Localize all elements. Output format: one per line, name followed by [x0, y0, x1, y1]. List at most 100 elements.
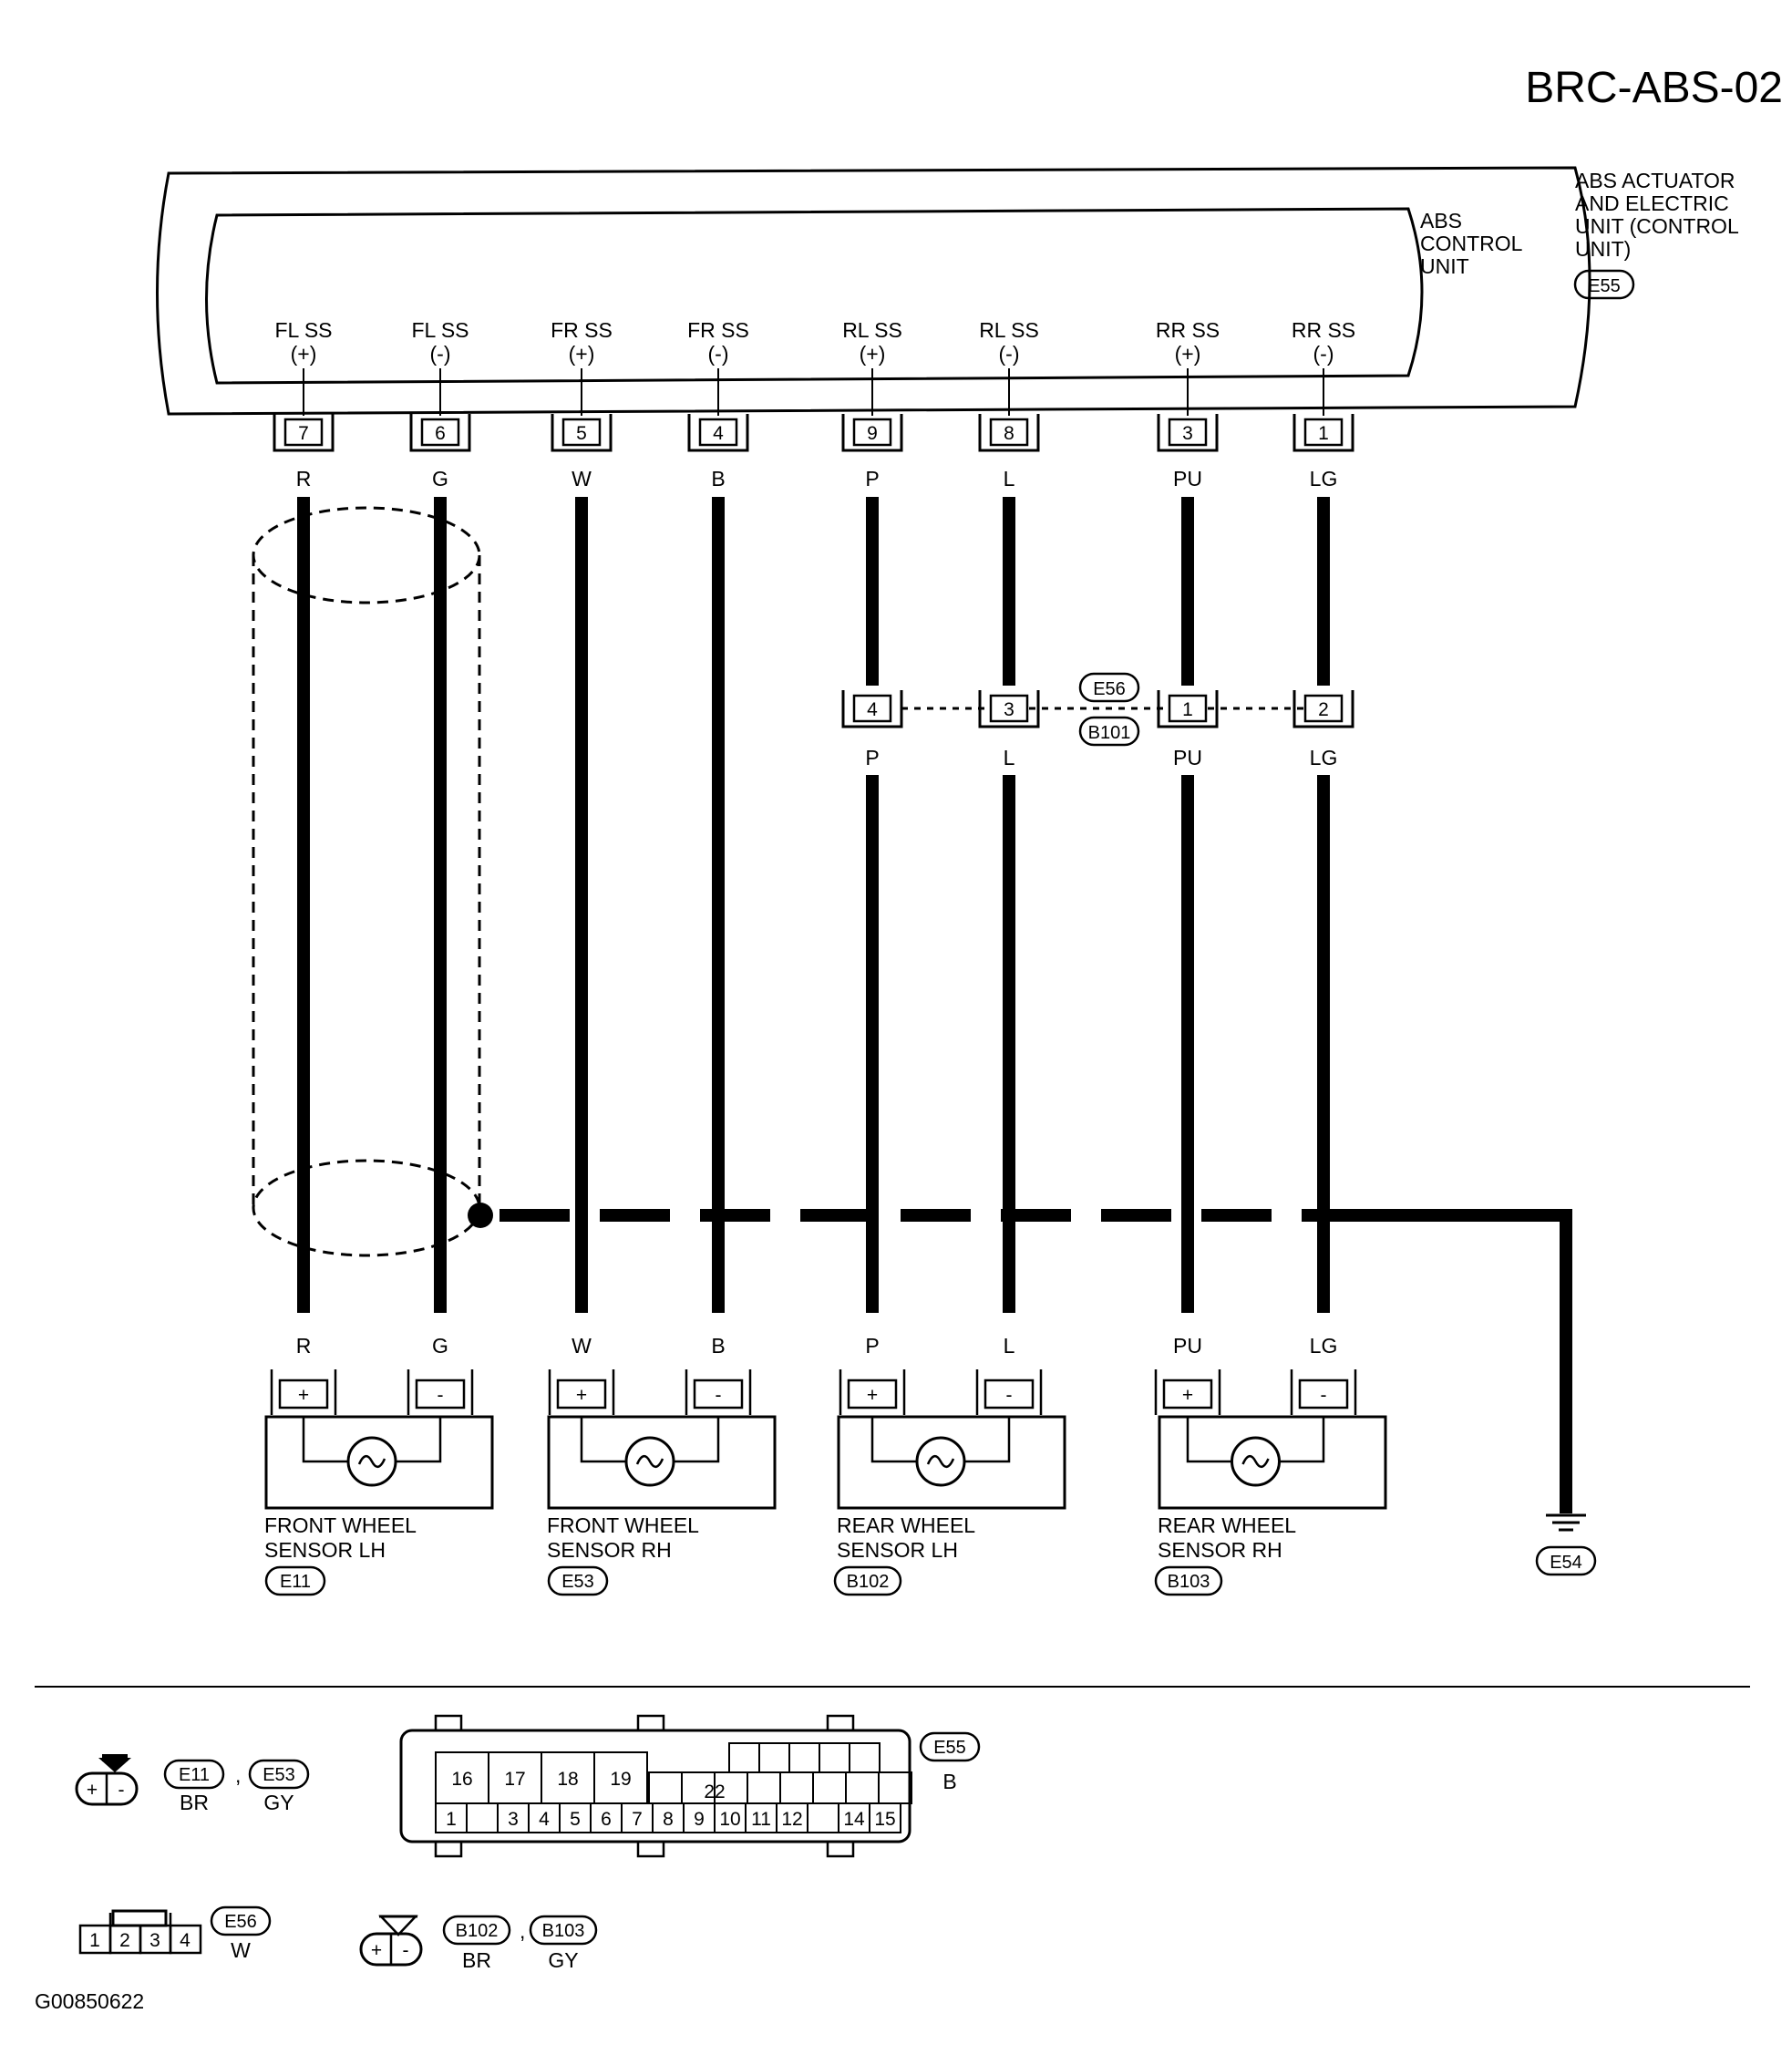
- connector-badge-label: E55: [933, 1738, 966, 1758]
- unit-terminal-connector: 9: [841, 414, 903, 452]
- terminal-polarity: (-): [999, 342, 1020, 366]
- actuator-label-line: AND ELECTRIC: [1575, 191, 1729, 215]
- wire-color-label: P: [865, 746, 879, 769]
- wire-color-label: L: [1004, 467, 1015, 491]
- wire-color-label: W: [572, 1334, 592, 1358]
- legend-pin-label: 14: [843, 1809, 865, 1830]
- junction-connector: 1PU: [1157, 690, 1219, 769]
- latch-icon: [378, 1915, 418, 1936]
- pin-cell: [812, 1771, 847, 1804]
- legend-pin-label: +: [371, 1940, 382, 1961]
- legend-pin-label: 4: [180, 1930, 191, 1951]
- connector-badge-label: B102: [456, 1921, 499, 1941]
- sensor-pin-box: [278, 1379, 329, 1410]
- terminal-polarity: (+): [569, 342, 595, 366]
- legend-pin-label: 4: [539, 1809, 550, 1830]
- unit-terminal-connector: 4: [687, 414, 749, 452]
- terminal-name: RL SS: [979, 318, 1039, 342]
- wire-color-label: PU: [1173, 746, 1202, 769]
- connector-badge: [163, 1759, 225, 1790]
- pin-cell: [747, 1771, 781, 1804]
- legend-pin-label: 10: [719, 1809, 740, 1830]
- separator: ,: [235, 1763, 241, 1787]
- pin-housing: [1154, 1369, 1221, 1415]
- connector-badge-label: E53: [561, 1572, 594, 1592]
- sensor-label: REAR WHEEL: [1158, 1513, 1296, 1537]
- wire-color-label: LG: [1310, 1334, 1338, 1358]
- connector-pin-box: [561, 418, 602, 447]
- wire-circuit: FL SS(-)6G: [409, 318, 471, 1313]
- wire-color-label: B: [711, 467, 725, 491]
- sensor-body: [837, 1415, 1066, 1510]
- legend-pin-label: 11: [751, 1809, 771, 1830]
- latch-tab: [826, 1714, 855, 1732]
- junction-pin-connector: 2: [1293, 690, 1354, 728]
- wire-color-label: LG: [1310, 746, 1338, 769]
- latch-tab: [434, 1840, 463, 1858]
- connector-badge: [1078, 716, 1140, 747]
- actuator-label-line: UNIT (CONTROL: [1575, 214, 1739, 238]
- unit-terminal-connector: 8: [978, 414, 1040, 452]
- terminal-polarity: (+): [291, 342, 317, 366]
- connector-badge: [210, 1905, 272, 1936]
- sensor-pin-box: [984, 1379, 1035, 1410]
- pin-cell: [869, 1802, 901, 1833]
- sensor-label: FRONT WHEEL: [264, 1513, 417, 1537]
- sensor-body: [1158, 1415, 1387, 1510]
- junction-connector: 3L: [978, 690, 1040, 769]
- terminal-polarity: (+): [1175, 342, 1201, 366]
- terminal-polarity: (-): [430, 342, 451, 366]
- connector-housing: [273, 414, 335, 452]
- legend-color: GY: [548, 1948, 578, 1972]
- control-unit-label: ABS CONTROL UNIT: [1420, 209, 1523, 278]
- sensor-pin-label: -: [1321, 1385, 1327, 1406]
- wire-circuit: FR SS(+)5W: [551, 318, 613, 1313]
- legend-pin-label: 16: [451, 1769, 472, 1790]
- legend-pin-label: 3: [508, 1809, 519, 1830]
- terminal-name: RR SS: [1156, 318, 1220, 342]
- connector-badge: [1535, 1545, 1597, 1576]
- connector-pin-box: [1303, 418, 1344, 447]
- connector-badge-label: E11: [280, 1572, 311, 1592]
- legend-pin-label: 3: [149, 1930, 160, 1951]
- wire-color-label: P: [865, 467, 879, 491]
- wire-color-label: R: [296, 467, 312, 491]
- connector-badge: [547, 1565, 609, 1596]
- legend-color: B: [942, 1770, 956, 1793]
- unit-terminal-connector: 3: [1157, 414, 1219, 452]
- sensor-label: FRONT WHEEL: [547, 1513, 699, 1537]
- pin-cell: [878, 1771, 912, 1804]
- sine-wave-icon: [357, 1455, 386, 1468]
- connector-pin-label: 5: [576, 423, 587, 444]
- terminal-name: RL SS: [842, 318, 902, 342]
- connector-pin-label: 3: [1004, 699, 1014, 720]
- junction-pin-connector: 4: [841, 690, 903, 728]
- junction-pin-connector: 3: [978, 690, 1040, 728]
- sensor-pin-label: +: [867, 1385, 878, 1406]
- pin-housing: [270, 1369, 337, 1415]
- pin-housing: [1290, 1369, 1357, 1415]
- connector-badge-label: E56: [224, 1912, 257, 1932]
- control-unit-label-line: CONTROL: [1420, 232, 1523, 255]
- sensor-label: REAR WHEEL: [837, 1513, 975, 1537]
- connector-housing: [1157, 414, 1219, 452]
- pin-cell: [466, 1802, 499, 1833]
- connector-pin-label: 1: [1182, 699, 1193, 720]
- legend-pin-label: 19: [610, 1769, 631, 1790]
- connector-pin-box: [283, 418, 324, 447]
- connector-housing: [409, 414, 471, 452]
- connector-housing: [687, 414, 749, 452]
- connector-pin-box: [989, 694, 1029, 723]
- actuator-label-line: ABS ACTUATOR: [1575, 169, 1735, 192]
- sensor-pin-label: +: [1182, 1385, 1193, 1406]
- unit-terminal-connector: 7: [273, 414, 335, 452]
- connector-badge-label: E55: [1588, 276, 1621, 296]
- sensor-internal-wiring: [580, 1417, 720, 1463]
